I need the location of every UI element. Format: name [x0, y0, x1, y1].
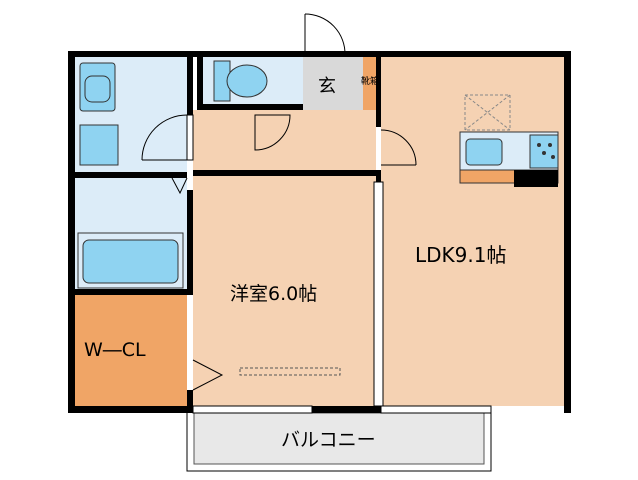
refrigerator-space-icon: [464, 94, 511, 131]
bathtub-icon: [77, 232, 184, 289]
western-room-label: 洋室6.0帖: [230, 283, 317, 305]
closet-rail-icon: [239, 367, 341, 376]
ldk-floor: [381, 57, 564, 406]
walk-in-closet-label: W―CL: [84, 339, 146, 361]
western-room-floor: [193, 174, 376, 406]
ldk-label: LDK9.1帖: [415, 243, 506, 267]
balcony-label: バルコニー: [281, 429, 376, 451]
windows: [186, 114, 492, 414]
washbasin-icon: [79, 62, 116, 112]
entrance-label: 玄: [318, 76, 336, 97]
shoe-box-label: 靴箱: [361, 75, 379, 87]
walk-in-closet-floor: [75, 295, 187, 406]
entrance-floor: [303, 57, 363, 112]
kitchen-counter-icon: [459, 131, 559, 187]
toilet-icon: [213, 60, 268, 102]
entrance-door-swing: [304, 13, 346, 56]
hallway-floor: [193, 110, 376, 174]
interior-doors: [141, 114, 417, 391]
walls: [68, 51, 571, 413]
balcony: [186, 410, 492, 472]
washing-machine-icon: [79, 124, 119, 166]
shoe-box: [363, 57, 376, 112]
